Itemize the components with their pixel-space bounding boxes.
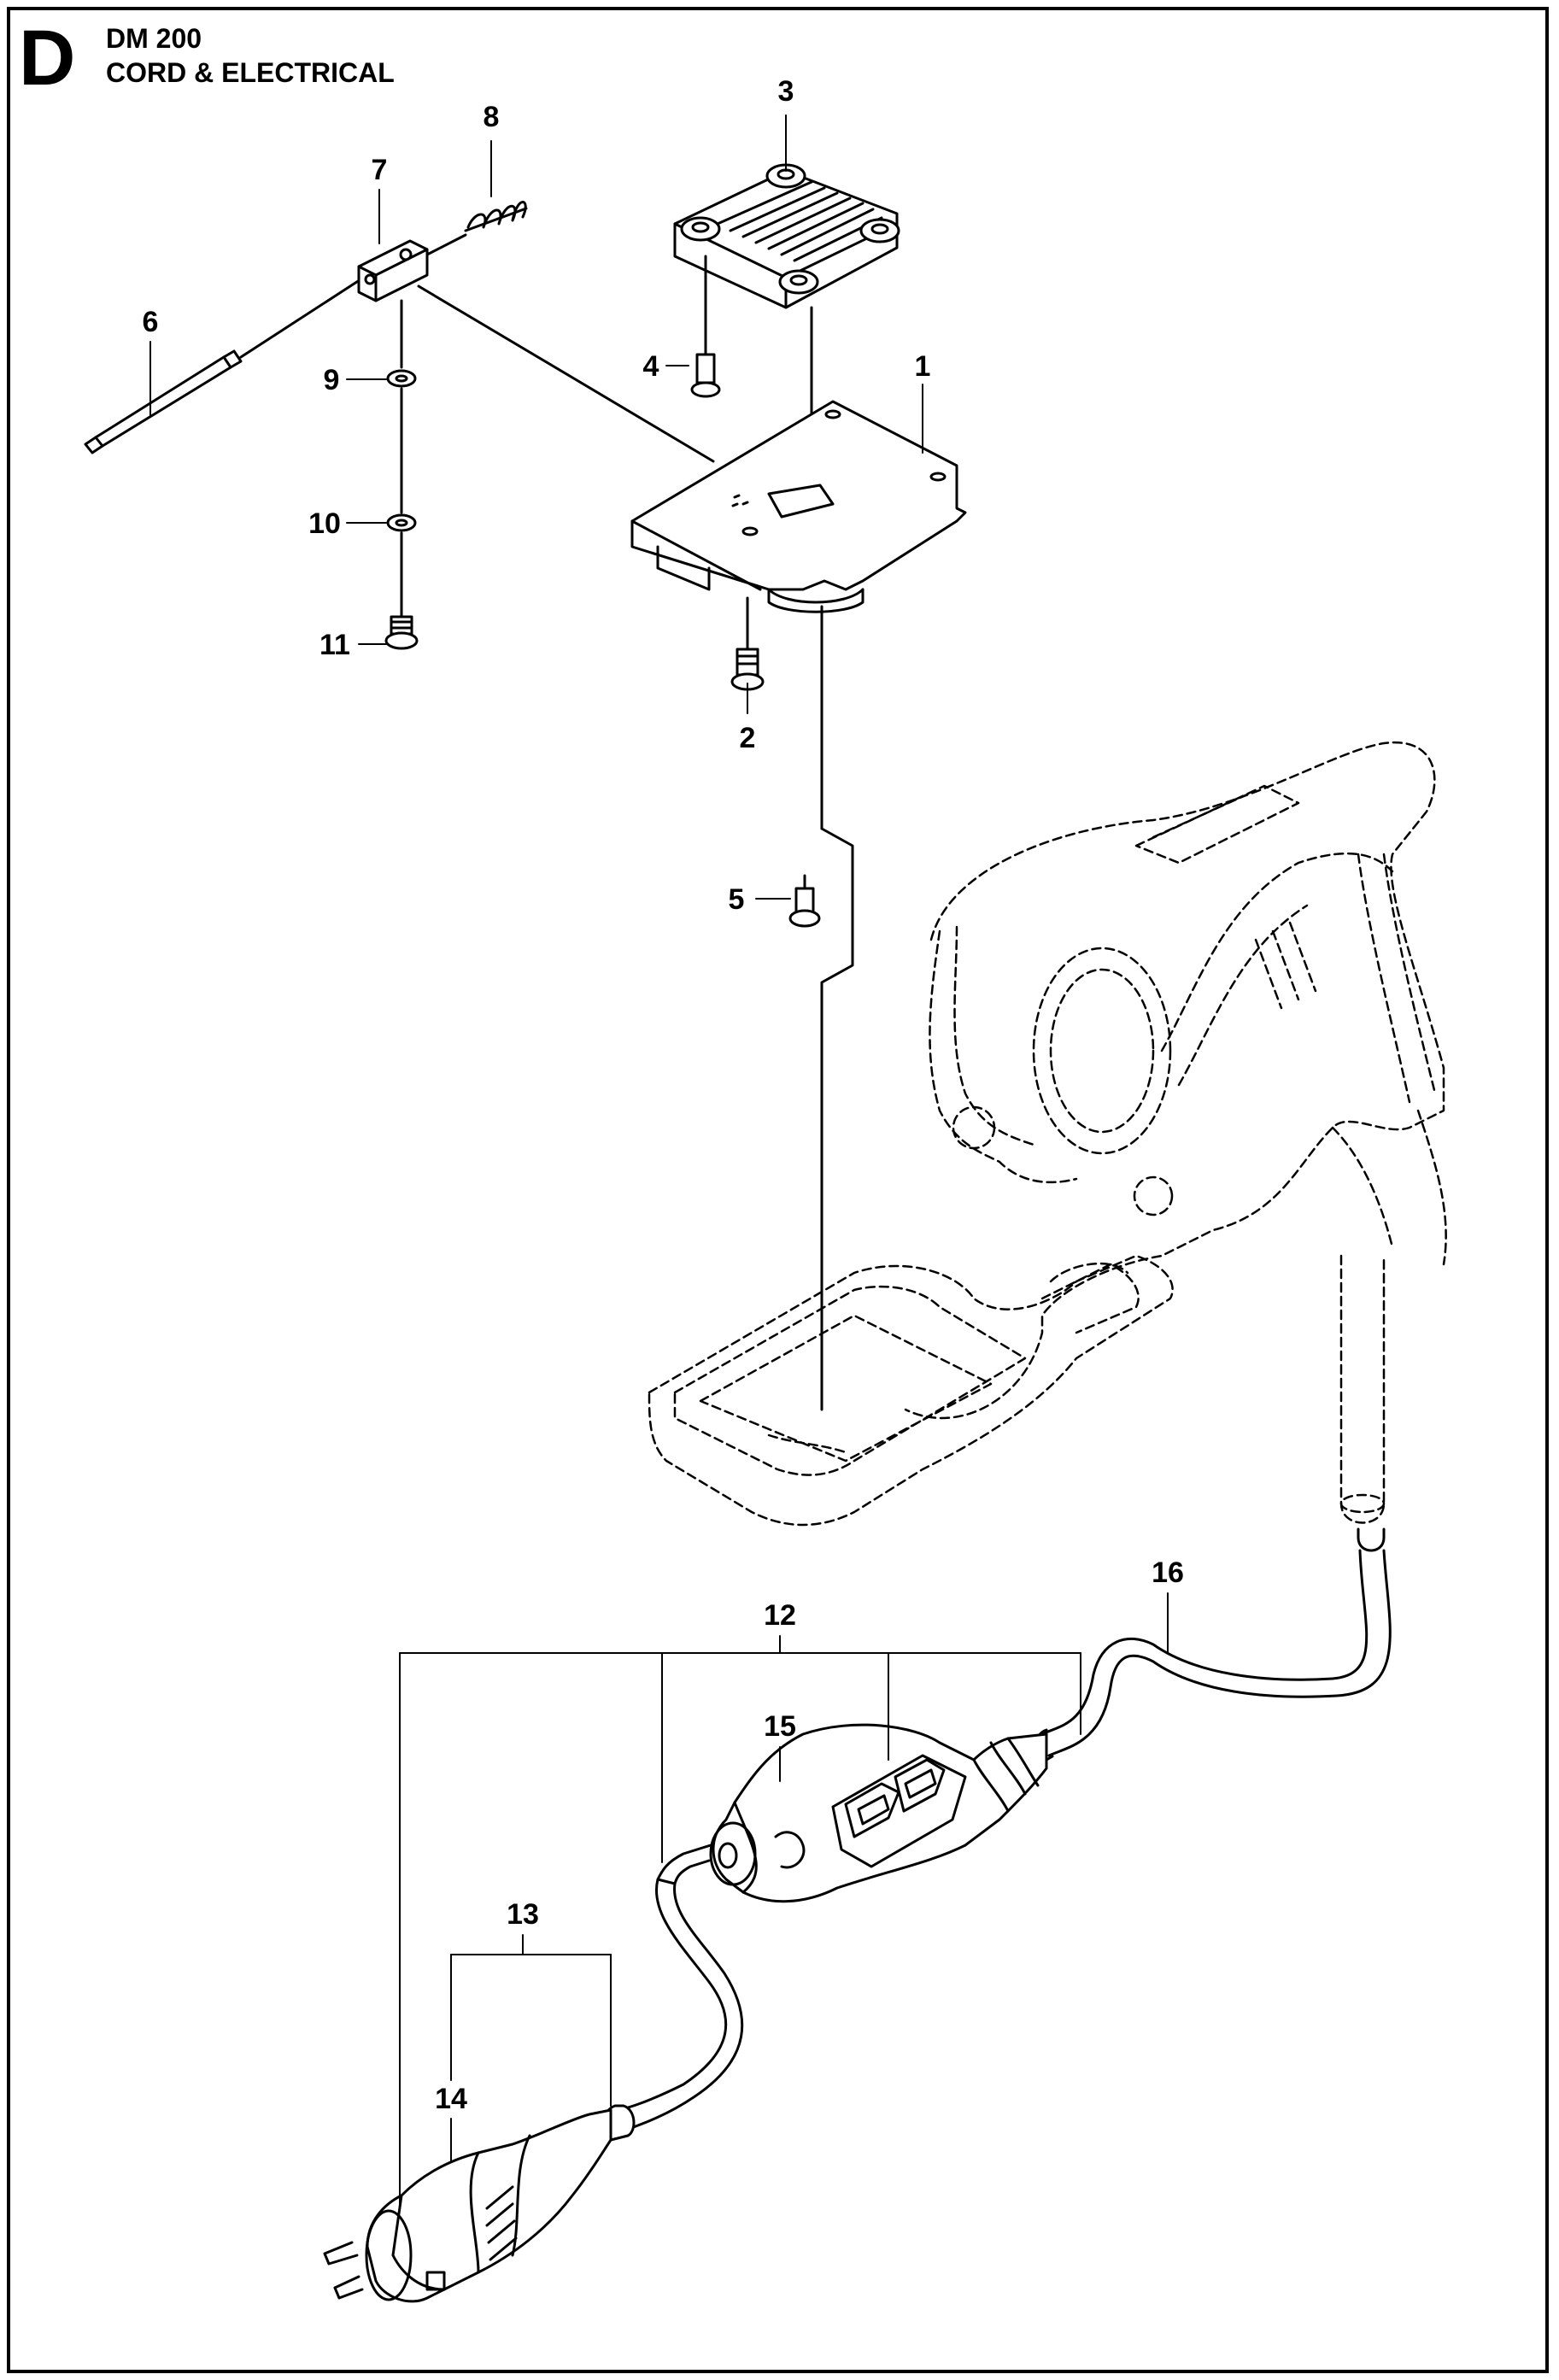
callout-8: 8 <box>484 101 500 133</box>
screw-11-part <box>384 615 419 650</box>
callout-9: 9 <box>324 364 340 396</box>
callout-6: 6 <box>143 306 159 338</box>
callout-12: 12 <box>764 1599 796 1632</box>
model-name: DM 200 <box>106 23 202 54</box>
callout-2: 2 <box>740 722 756 754</box>
diagram-frame <box>7 7 1549 2373</box>
callout-10: 10 <box>308 507 341 540</box>
cord-13-part <box>601 1844 744 2142</box>
callout-labels: 1 2 3 4 5 6 7 8 9 10 11 12 13 14 15 16 <box>143 75 1184 2115</box>
screw-5-part <box>788 605 854 1411</box>
prcd-switch-part <box>709 1723 1048 1903</box>
section-letter: D <box>19 15 76 102</box>
leader-lines <box>149 114 1169 2205</box>
spring-part <box>464 201 528 232</box>
cord-16-part <box>1034 1527 1392 1762</box>
callout-11: 11 <box>319 629 350 661</box>
circuit-board-part <box>630 400 967 613</box>
callout-13: 13 <box>507 1898 539 1931</box>
diagram-title: CORD & ELECTRICAL <box>106 57 395 88</box>
callout-16: 16 <box>1152 1556 1184 1589</box>
callout-7: 7 <box>372 154 388 186</box>
sensor-block-part <box>357 233 715 463</box>
callout-15: 15 <box>764 1710 796 1743</box>
callout-14: 14 <box>435 2083 467 2115</box>
screw-2-part <box>730 596 765 691</box>
callout-1: 1 <box>915 350 931 383</box>
tool-housing <box>648 741 1447 1527</box>
washers-part <box>386 369 417 617</box>
shaft-part <box>84 273 369 454</box>
screw-4-part <box>690 255 721 398</box>
plug-part <box>323 2108 612 2303</box>
callout-4: 4 <box>643 350 659 383</box>
callout-5: 5 <box>729 883 745 916</box>
callout-3: 3 <box>778 75 794 108</box>
